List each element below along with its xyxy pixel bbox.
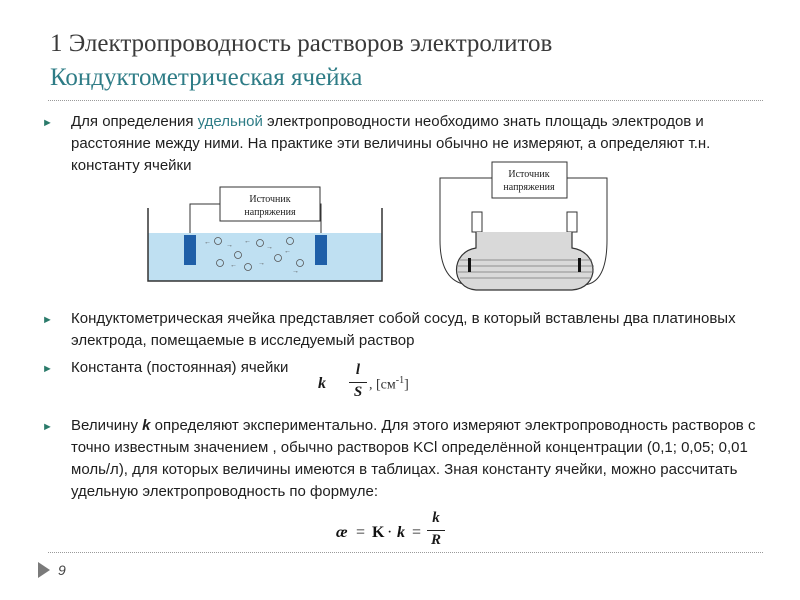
formula1-unit-text: , [см [369, 377, 396, 393]
formula1-unit-exponent: -1 [395, 375, 405, 386]
svg-text:→: → [266, 243, 273, 251]
formula2-dot: · [387, 524, 393, 541]
hcell-source-label-2: напряжения [503, 182, 555, 193]
formula1-denominator: S [353, 384, 363, 400]
paragraph-4-rest: определяют экспериментально. Для этого и… [71, 417, 756, 500]
beaker-diagram: Источник напряжения ←→← →←← →→ [147, 186, 383, 282]
formula2-fraction-bar [427, 530, 445, 531]
bullet-marker-2: ► [42, 314, 53, 326]
svg-text:→: → [226, 241, 233, 249]
formula2-K: K [372, 524, 385, 541]
formula2-eq2: = [412, 524, 422, 541]
svg-text:←: ← [230, 261, 237, 269]
h-cell-diagram: Источник напряжения [439, 161, 608, 291]
beaker-source-label-2: напряжения [244, 207, 296, 218]
beaker-source-label-1: Источник [249, 194, 290, 205]
formula1-numerator: l [355, 362, 361, 378]
formula1-unit: , [см-1] [369, 375, 409, 394]
slide-title: 1 Электропроводность растворов электроли… [50, 30, 553, 57]
slide-subtitle: Кондуктометрическая ячейка [50, 64, 363, 91]
paragraph-4-start: Величину [71, 417, 143, 434]
formula2-numerator: k [432, 510, 440, 526]
formula2-eq: = [356, 524, 366, 541]
formula2-denominator: R [430, 532, 441, 548]
svg-text:→: → [258, 259, 265, 267]
formula1-k: k [318, 375, 326, 392]
formula2-lhs: æ [336, 524, 348, 541]
paragraph-1-highlight: удельной [197, 113, 263, 130]
svg-text:←: ← [204, 238, 211, 246]
formula1-fraction-bar [349, 382, 367, 383]
paragraph-1-start: Для определения [71, 113, 198, 130]
formula1-unit-close: ] [404, 377, 409, 393]
svg-text:←: ← [244, 237, 251, 245]
hcell-source-label-1: Источник [508, 169, 549, 180]
bullet-marker-1: ► [42, 117, 53, 129]
formula2-k: k [397, 524, 405, 541]
svg-text:→: → [292, 267, 299, 275]
paragraph-2: Кондуктометрическая ячейка представляет … [71, 310, 736, 349]
paragraph-4: Величину k определяют экспериментально. … [71, 415, 761, 503]
footer-divider [48, 552, 763, 553]
paragraph-3: Константа (постоянная) ячейки [71, 359, 289, 376]
paragraph-1-rest: электропроводности необходимо знать площ… [71, 113, 711, 174]
page-arrow-icon [38, 562, 50, 578]
svg-text:←: ← [284, 247, 291, 255]
page-number: 9 [58, 562, 66, 578]
beaker-electrode-left [184, 235, 196, 265]
paragraph-4-k: k [142, 417, 151, 434]
title-divider [48, 100, 763, 101]
bullet-marker-3: ► [42, 363, 53, 375]
bullet-marker-4: ► [42, 421, 53, 433]
beaker-electrode-right [315, 235, 327, 265]
paragraph-1: Для определения удельной электропроводно… [71, 111, 761, 177]
